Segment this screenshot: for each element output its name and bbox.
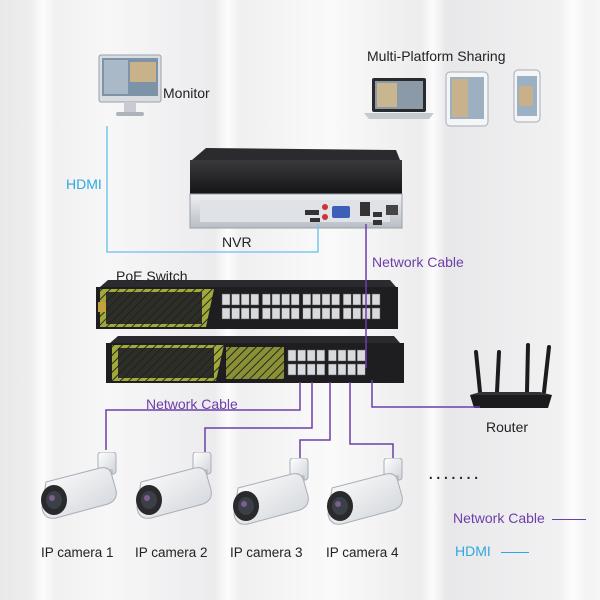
hdmi-label: HDMI: [66, 176, 102, 192]
port: [316, 349, 326, 362]
port: [312, 307, 321, 320]
camera-2-label: IP camera 2: [135, 545, 208, 560]
legend-network-text: Network Cable: [453, 510, 545, 526]
poe-switch-1: [96, 280, 398, 329]
poe-switch-label: PoE Switch: [116, 268, 188, 284]
port: [342, 293, 352, 306]
legend-hdmi-swatch: [500, 551, 529, 553]
port: [250, 307, 260, 320]
port: [281, 307, 290, 320]
router-icon: [470, 343, 552, 408]
port: [290, 307, 300, 320]
phone-icon: [513, 69, 541, 123]
port: [371, 307, 381, 320]
port: [271, 307, 281, 320]
ip-camera-4-icon: [327, 458, 403, 525]
monitor-icon: [98, 54, 162, 116]
monitor-label: Monitor: [163, 85, 210, 101]
port: [302, 307, 312, 320]
legend-network-cable: Network Cable: [453, 510, 586, 526]
laptop-icon: [364, 78, 434, 119]
port: [297, 363, 306, 376]
legend-hdmi-text: HDMI: [455, 543, 491, 559]
poe-switch-2: [106, 336, 404, 383]
port: [371, 293, 381, 306]
port: [240, 307, 250, 320]
port: [331, 307, 340, 320]
port: [240, 293, 250, 306]
ip-camera-3-icon: [233, 458, 309, 525]
port: [262, 307, 271, 320]
port: [331, 293, 340, 306]
port: [287, 349, 297, 362]
ip-camera-1-icon: [41, 452, 117, 519]
camera-4-label: IP camera 4: [326, 545, 399, 560]
port: [290, 293, 300, 306]
ellipsis: .......: [428, 462, 481, 484]
port: [321, 307, 331, 320]
port: [312, 293, 321, 306]
router-label: Router: [486, 419, 529, 435]
port: [356, 363, 366, 376]
ip-camera-2-icon: [136, 452, 212, 519]
port: [297, 349, 306, 362]
port: [347, 363, 356, 376]
port: [337, 363, 347, 376]
legend-network-swatch: [551, 518, 586, 520]
port: [262, 293, 271, 306]
nvr-device: [189, 148, 403, 229]
hdmi-line: [106, 126, 319, 253]
port: [281, 293, 290, 306]
camera-1-label: IP camera 1: [41, 545, 114, 560]
port: [328, 363, 337, 376]
network-cable-label-top: Network Cable: [372, 254, 464, 270]
port: [321, 293, 331, 306]
network-cable-label-mid: Network Cable: [146, 396, 238, 412]
port: [352, 307, 362, 320]
port: [352, 293, 362, 306]
port: [221, 307, 231, 320]
port: [306, 363, 316, 376]
port: [250, 293, 260, 306]
camera-3-label: IP camera 3: [230, 545, 303, 560]
port: [221, 293, 231, 306]
port: [337, 349, 347, 362]
port: [306, 349, 316, 362]
port: [231, 307, 240, 320]
port: [347, 349, 356, 362]
port: [271, 293, 281, 306]
network-cable-lines: [105, 224, 480, 462]
port: [356, 349, 366, 362]
port: [328, 349, 337, 362]
port: [287, 363, 297, 376]
tablet-icon: [445, 71, 489, 127]
port: [302, 293, 312, 306]
port: [342, 307, 352, 320]
port: [316, 363, 326, 376]
nvr-label: NVR: [222, 234, 252, 250]
legend-hdmi: HDMI: [455, 543, 529, 559]
multi-platform-label: Multi-Platform Sharing: [367, 48, 506, 64]
port: [231, 293, 240, 306]
